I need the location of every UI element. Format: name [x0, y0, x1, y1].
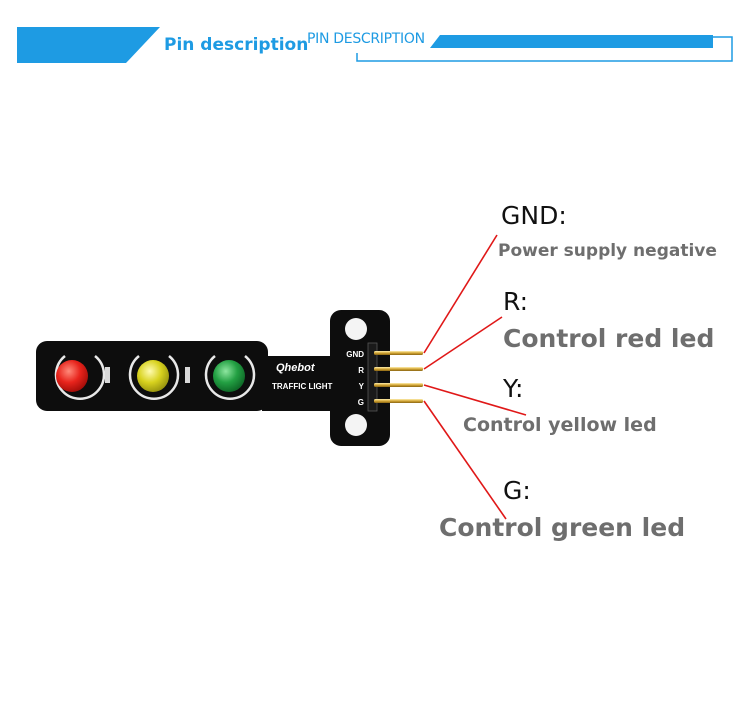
board-pin-label-gnd: GND	[346, 350, 364, 359]
pin-y-name: Y:	[503, 374, 524, 403]
pin-g-icon	[374, 399, 423, 403]
pin-y-icon	[374, 383, 423, 387]
led-green-icon	[213, 360, 245, 392]
led-red-icon	[56, 360, 88, 392]
header-blue-bar	[430, 35, 713, 48]
resistor-1-icon	[105, 367, 110, 383]
pin-g-description: Control green led	[439, 513, 686, 542]
board-model-text: TRAFFIC LIGHT	[272, 382, 333, 391]
pin-r-name: R:	[503, 287, 529, 316]
leader-line-r	[423, 316, 503, 370]
header-banner	[17, 27, 733, 63]
mounting-hole-bottom-icon	[345, 414, 367, 436]
pin-header-housing	[367, 342, 378, 412]
pin-gnd-description: Power supply negative	[498, 241, 717, 261]
leader-line-gnd	[423, 234, 498, 354]
board-bridge	[262, 356, 334, 411]
pin-gnd-name: GND:	[501, 201, 567, 230]
mounting-hole-top-icon	[345, 318, 367, 340]
pin-r-description: Control red led	[503, 324, 715, 353]
pin-r-icon	[374, 367, 423, 371]
board-brand-text: Qhebot	[276, 362, 316, 374]
header-title: Pin description	[164, 35, 309, 55]
header-blue-tab	[17, 27, 160, 63]
traffic-light-board: Qhebot TRAFFIC LIGHT GND R Y G	[36, 310, 423, 446]
header-outline-bracket	[356, 36, 733, 62]
leader-line-g	[423, 400, 507, 520]
pin-y-description: Control yellow led	[463, 414, 657, 436]
board-pin-label-y: Y	[359, 382, 365, 391]
led-ring-green	[204, 355, 256, 400]
board-pin-label-r: R	[358, 366, 364, 375]
header-subtitle: PIN DESCRIPTION	[307, 31, 425, 47]
pin-gnd-icon	[374, 351, 423, 355]
led-yellow-icon	[137, 360, 169, 392]
leader-line-y	[423, 384, 527, 416]
board-pin-label-g: G	[358, 398, 364, 407]
led-ring-red	[54, 355, 106, 400]
resistor-2-icon	[185, 367, 190, 383]
leader-lines	[423, 234, 527, 520]
led-ring-yellow	[128, 355, 180, 400]
pin-g-name: G:	[503, 476, 531, 505]
